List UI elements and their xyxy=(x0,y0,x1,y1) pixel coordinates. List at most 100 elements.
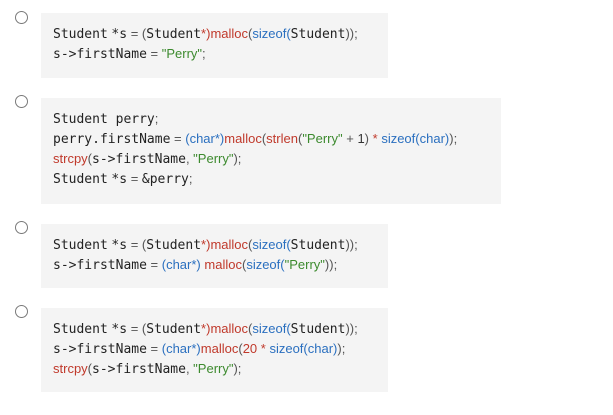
code-line: strcpy(s->firstName, "Perry"); xyxy=(53,149,501,169)
code-token: sizeof xyxy=(269,341,304,356)
code-token: 1 xyxy=(357,131,365,146)
code-token: = xyxy=(170,131,186,146)
code-token: = xyxy=(146,341,162,356)
code-line: Student *s = &perry; xyxy=(53,169,501,189)
code-token: ( xyxy=(241,257,247,272)
code-token: (char*) xyxy=(161,257,201,272)
code-token: *s xyxy=(111,27,128,42)
code-line: Student *s = (Student*)malloc(sizeof(Stu… xyxy=(53,235,388,255)
code-block: Student *s = (Student*)malloc(sizeof(Stu… xyxy=(41,224,388,288)
code-token: ( xyxy=(141,237,147,252)
code-token: (char*) xyxy=(161,341,201,356)
code-token: = xyxy=(146,46,162,61)
code-token: strcpy xyxy=(53,361,88,376)
code-token: *s xyxy=(111,322,128,337)
code-token: ( xyxy=(261,131,267,146)
code-token: Student xyxy=(146,27,202,42)
code-token: *s xyxy=(111,172,128,187)
code-token: ( xyxy=(248,26,253,41)
code-token: ); xyxy=(449,131,458,146)
code-token: sizeof xyxy=(381,131,416,146)
code-token: "Perry" xyxy=(193,151,234,166)
code-token: ); xyxy=(337,341,346,356)
code-token: 20 xyxy=(242,341,258,356)
code-token: strcpy xyxy=(53,151,88,166)
code-token: ) xyxy=(364,131,370,146)
code-token: ( xyxy=(141,26,147,41)
code-token: malloc xyxy=(204,257,242,272)
code-token: Student xyxy=(290,238,346,253)
radio-button[interactable] xyxy=(15,221,28,234)
code-token: s->firstName xyxy=(92,152,186,167)
code-token: "Perry" xyxy=(302,131,343,146)
code-token: Student xyxy=(146,322,202,337)
code-token: ; xyxy=(188,171,193,186)
radio-button[interactable] xyxy=(15,305,28,318)
code-token: malloc xyxy=(200,341,239,356)
code-token: Student xyxy=(290,27,346,42)
code-token: s->firstName xyxy=(53,47,147,62)
code-token: malloc xyxy=(224,131,262,146)
code-token: Student xyxy=(146,238,202,253)
code-token: Student xyxy=(53,27,108,42)
code-token: ); xyxy=(233,361,242,376)
code-line: Student *s = (Student*)malloc(sizeof(Stu… xyxy=(53,24,388,44)
code-token: = xyxy=(127,171,142,186)
code-token: sizeof xyxy=(252,237,287,252)
code-token: ( xyxy=(286,26,291,41)
code-token: )); xyxy=(345,26,358,41)
code-token: Student xyxy=(53,172,108,187)
code-token: "Perry" xyxy=(193,361,234,376)
code-token: * xyxy=(257,341,270,356)
code-token: *) xyxy=(201,237,211,252)
code-token: malloc xyxy=(210,237,249,252)
code-token: ( xyxy=(280,257,285,272)
code-token: ; xyxy=(154,111,159,126)
code-token: ( xyxy=(141,321,147,336)
code-token: Student xyxy=(290,322,346,337)
code-token: malloc xyxy=(210,26,249,41)
code-token: Student xyxy=(53,238,108,253)
code-token: Student xyxy=(53,322,108,337)
code-token: )); xyxy=(345,237,358,252)
code-line: s->firstName = "Perry"; xyxy=(53,44,388,64)
code-line: Student perry; xyxy=(53,109,501,129)
code-token: *) xyxy=(201,26,211,41)
code-token: ( xyxy=(297,131,303,146)
code-token: "Perry" xyxy=(284,257,325,272)
code-token: ( xyxy=(87,361,93,376)
code-token: = xyxy=(127,321,142,336)
code-token: Student perry xyxy=(53,112,155,127)
code-block: Student *s = (Student*)malloc(sizeof(Stu… xyxy=(41,13,388,78)
code-token: *s xyxy=(111,238,128,253)
code-token: ( xyxy=(248,237,253,252)
code-line: strcpy(s->firstName, "Perry"); xyxy=(53,359,388,379)
code-token: ( xyxy=(248,321,253,336)
code-token: (char*) xyxy=(185,131,225,146)
code-token: * xyxy=(369,131,382,146)
radio-button[interactable] xyxy=(15,95,28,108)
code-token: = xyxy=(127,237,142,252)
code-token: sizeof xyxy=(252,26,287,41)
code-token: sizeof xyxy=(246,257,281,272)
code-token: "Perry" xyxy=(161,46,203,61)
code-block: Student *s = (Student*)malloc(sizeof(Stu… xyxy=(41,308,388,392)
code-token: ; xyxy=(202,46,206,61)
code-line: Student *s = (Student*)malloc(sizeof(Stu… xyxy=(53,319,388,339)
code-token: s->firstName xyxy=(53,342,147,357)
radio-button[interactable] xyxy=(15,11,28,24)
code-line: perry.firstName = (char*)malloc(strlen("… xyxy=(53,129,501,149)
code-block: Student perry; perry.firstName = (char*)… xyxy=(41,98,501,204)
code-token: s->firstName xyxy=(92,362,186,377)
code-token: strlen xyxy=(266,131,298,146)
code-token: perry.firstName xyxy=(53,132,171,147)
code-token: ( xyxy=(286,237,291,252)
code-token: = xyxy=(146,257,162,272)
code-token: ); xyxy=(233,151,242,166)
code-token: s->firstName xyxy=(53,258,147,273)
code-token: (char) xyxy=(415,131,450,146)
code-token: sizeof xyxy=(252,321,287,336)
code-token: )); xyxy=(324,257,338,272)
code-token: malloc xyxy=(210,321,249,336)
code-token: &perry xyxy=(141,172,189,187)
